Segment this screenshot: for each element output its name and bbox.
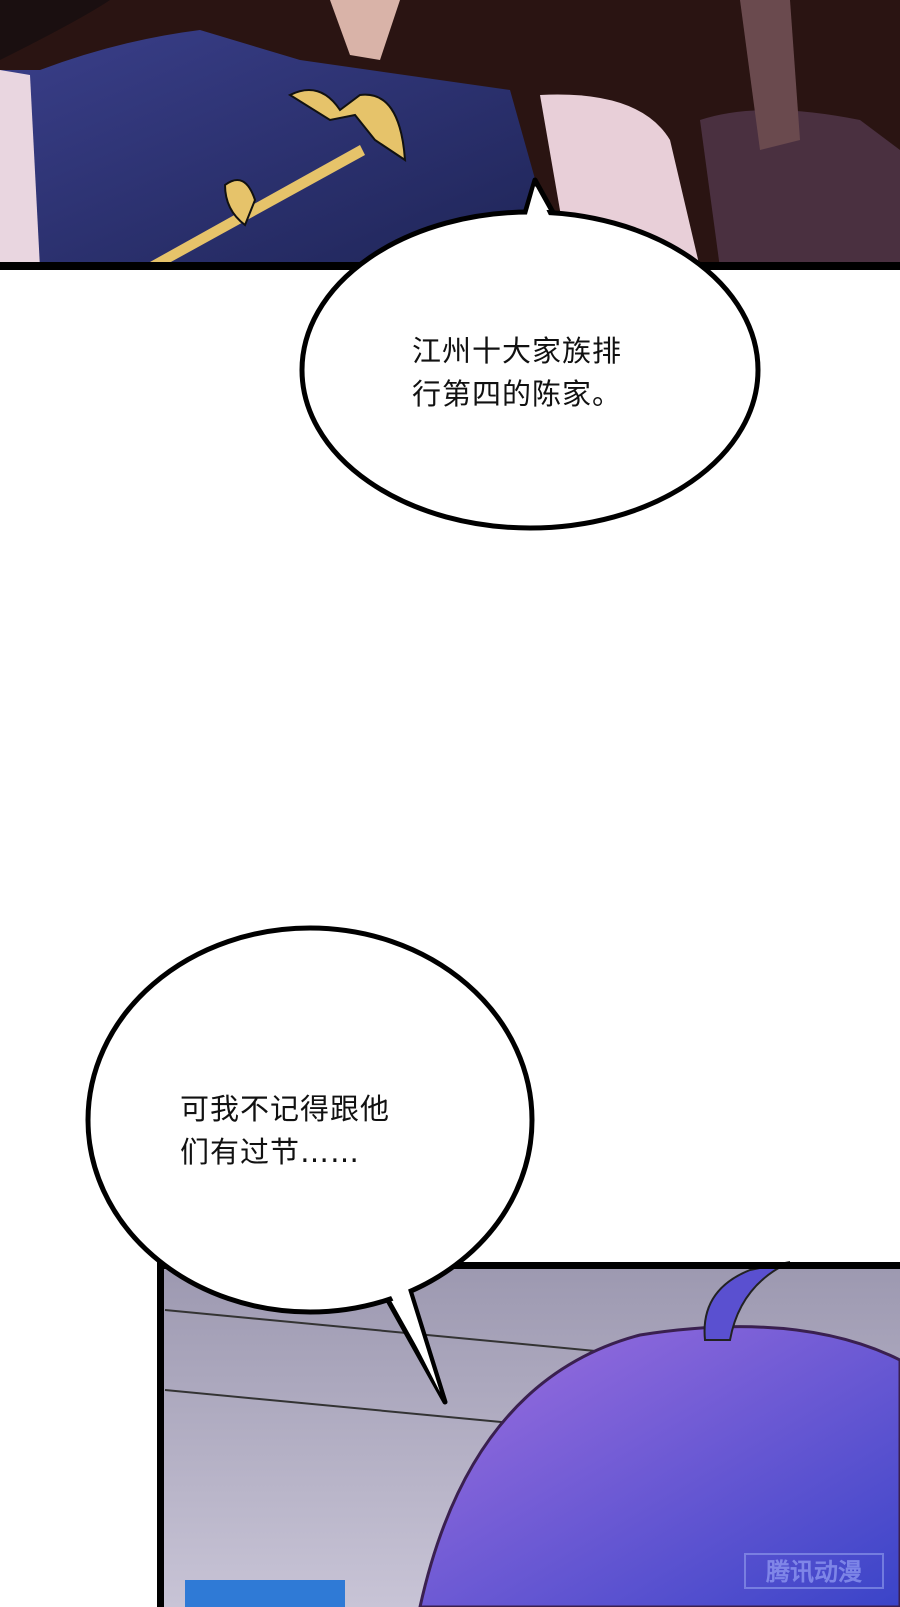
speech-bubble-2: [85, 925, 535, 1405]
dress: [0, 30, 560, 268]
bubble-line: 可我不记得跟他: [180, 1092, 391, 1126]
speech-bubble-1-text: 江州十大家族排 行第四的陈家。: [412, 330, 692, 416]
top-panel: [0, 0, 900, 270]
bottom-panel: 腾讯动漫: [157, 1261, 900, 1607]
gold-trim: [150, 145, 365, 268]
bubble-line: 们有过节……: [180, 1135, 361, 1169]
bubble-line: 江州十大家族排: [412, 334, 623, 368]
speech-bubble-2-text: 可我不记得跟他 们有过节……: [180, 1088, 460, 1174]
gold-knot-button: [287, 89, 407, 162]
character-hair: [418, 1325, 900, 1607]
svg-text:腾讯动漫: 腾讯动漫: [766, 1558, 862, 1586]
speech-bubble-1: [299, 177, 761, 531]
watermark-logo: 腾讯动漫: [744, 1553, 884, 1589]
bubble-line: 行第四的陈家。: [412, 377, 623, 411]
hand: [700, 110, 900, 268]
